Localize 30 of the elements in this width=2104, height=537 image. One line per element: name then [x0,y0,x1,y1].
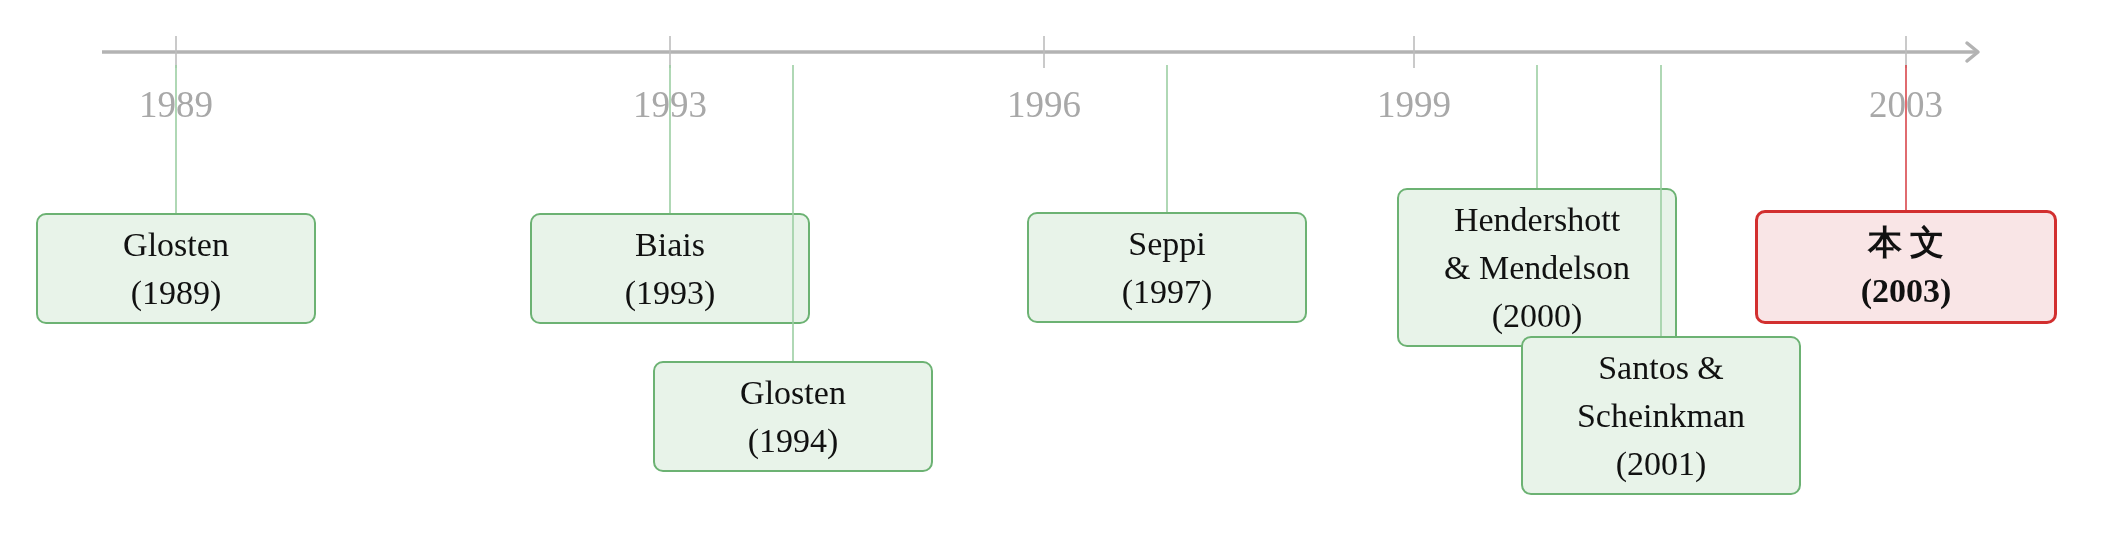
leader-line [1905,64,1907,211]
event-year: (1997) [1121,271,1213,312]
leader-line [1660,64,1662,337]
event-author: Biais [635,224,705,265]
event-card [653,361,933,472]
event-year: (2000) [1491,295,1583,336]
event-card [1027,212,1307,323]
highlighted-event-card [1755,210,2057,324]
leader-line [1166,64,1168,213]
event-card [36,213,316,324]
event-year: (1993) [624,272,716,313]
event-card [1397,188,1677,347]
leader-line [669,64,671,214]
event-year: (1989) [130,272,222,313]
event-author: Hendershott & Mendelson [1442,199,1631,288]
leader-line [792,64,794,362]
event-author: Santos & Scheinkman [1575,347,1747,436]
event-author: Seppi [1128,223,1206,264]
event-author: Glosten [123,224,229,265]
event-card [530,213,810,324]
year-label: 1999 [1377,83,1451,127]
event-year: (2003) [1860,271,1952,311]
leader-line [1536,64,1538,189]
event-card [1521,336,1801,495]
event-year: (2001) [1615,443,1707,484]
event-year: (1994) [747,420,839,461]
leader-line [175,64,177,214]
event-author: Glosten [740,372,846,413]
year-label: 1996 [1007,83,1081,127]
event-author: 本 文 [1867,223,1945,263]
